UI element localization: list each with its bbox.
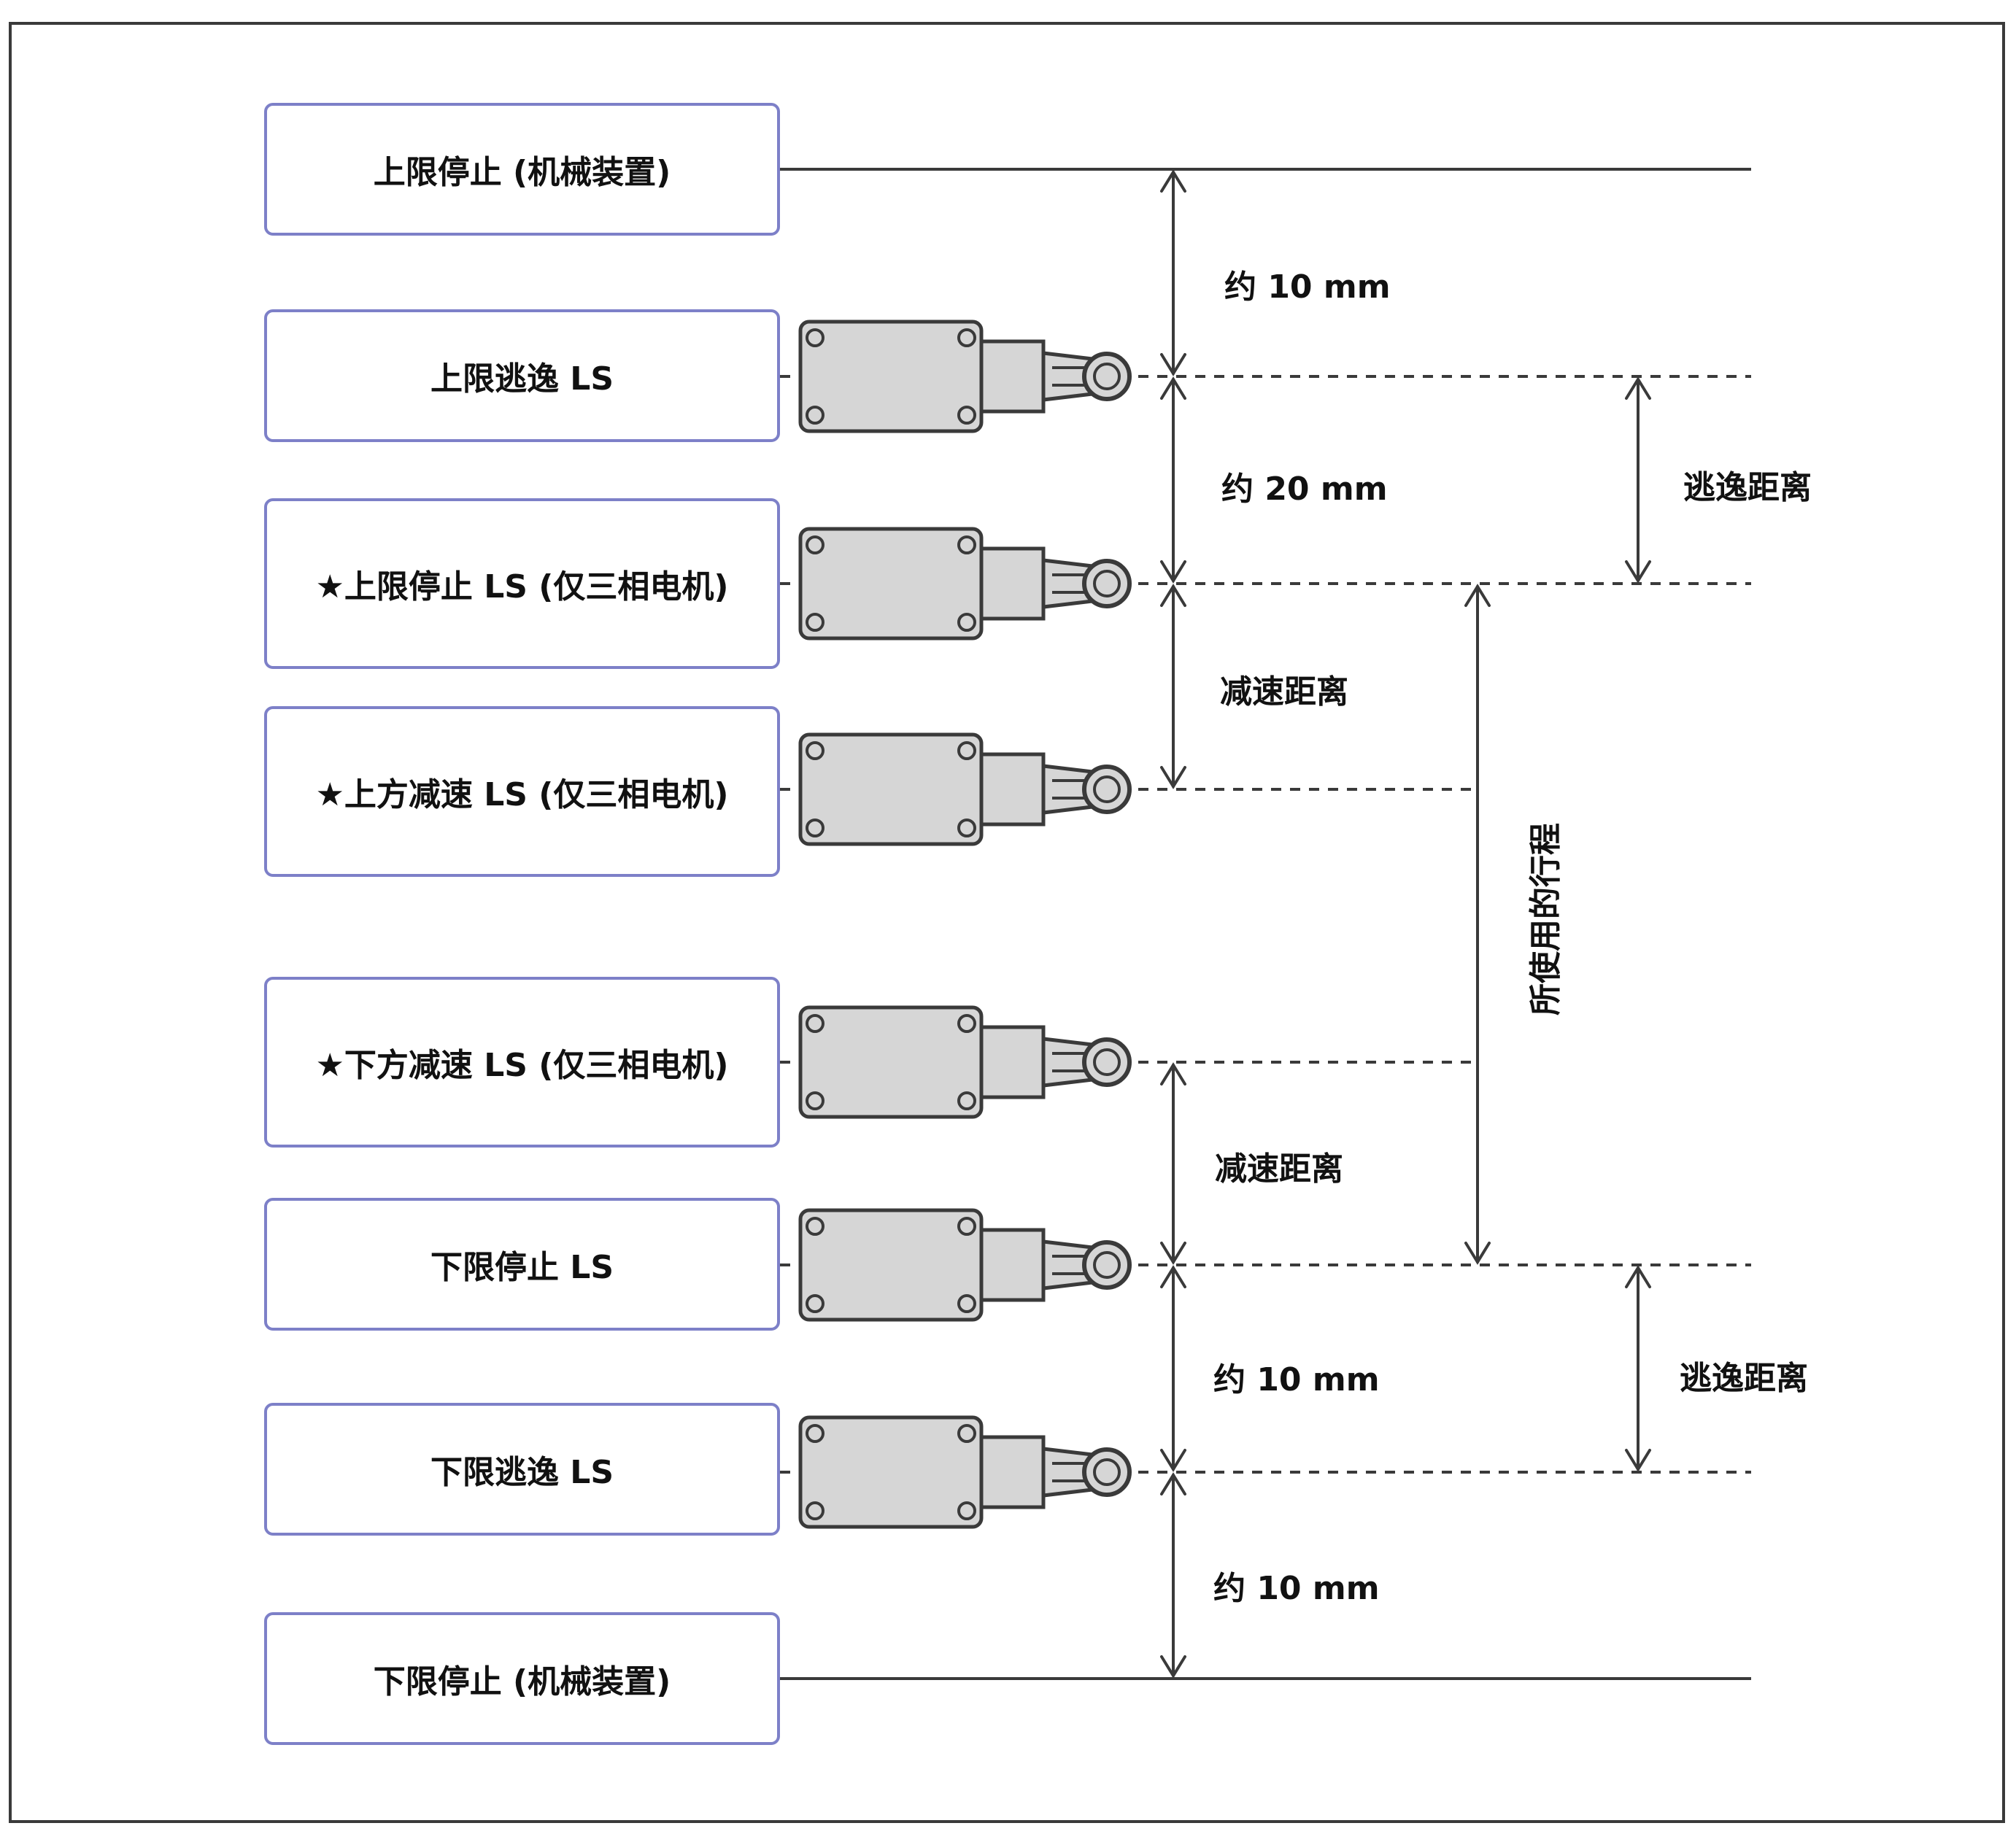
dim-label-lower-gap-1: 约 10 mm (1213, 1361, 1380, 1398)
dim-label-lower-escape: 逃逸距离 (1680, 1360, 1808, 1397)
limit-switch-upper-escape (800, 322, 1129, 431)
dim-label-upper-escape: 逃逸距离 (1683, 469, 1812, 506)
limit-switch-lower-escape (800, 1417, 1129, 1527)
label-upper-decel-ls: ★上方减速 LS (仅三相电机) (264, 706, 780, 877)
dim-label-travel: 所使用的行程 (1527, 823, 1564, 1015)
limit-switch-lower-stop (800, 1210, 1129, 1320)
dim-label-upper-gap-2: 约 20 mm (1221, 471, 1388, 508)
label-lower-mechanical-stop: 下限停止 (机械装置) (264, 1612, 780, 1745)
limit-switch-upper-decel (800, 735, 1129, 844)
diagram-frame (9, 22, 2005, 1823)
label-upper-stop-ls: ★上限停止 LS (仅三相电机) (264, 498, 780, 669)
label-lower-decel-ls: ★下方减速 LS (仅三相电机) (264, 977, 780, 1148)
label-upper-mechanical-stop: 上限停止 (机械装置) (264, 103, 780, 236)
limit-switch-upper-stop (800, 529, 1129, 638)
label-lower-escape-ls: 下限逃逸 LS (264, 1403, 780, 1536)
dim-label-lower-decel: 减速距离 (1215, 1150, 1343, 1188)
label-upper-escape-ls: 上限逃逸 LS (264, 309, 780, 442)
dim-label-upper-decel: 减速距离 (1220, 673, 1348, 711)
label-lower-stop-ls: 下限停止 LS (264, 1198, 780, 1331)
limit-switch-lower-decel (800, 1007, 1129, 1117)
dim-label-lower-gap-2: 约 10 mm (1213, 1570, 1380, 1607)
dim-label-upper-gap-1: 约 10 mm (1224, 268, 1391, 306)
